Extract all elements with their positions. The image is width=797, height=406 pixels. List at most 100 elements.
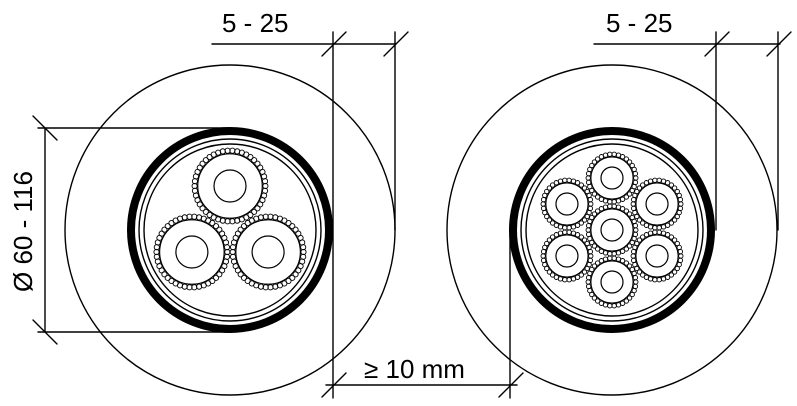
core-screen-wire	[677, 257, 684, 264]
core-insulation	[635, 182, 679, 226]
core-screen-wire	[626, 159, 633, 165]
core-screen-wire	[668, 234, 675, 240]
bottom-tick-left	[321, 372, 347, 398]
core-screen-wire	[643, 274, 650, 280]
core-screen-wire	[636, 237, 643, 243]
core-screen-wire	[623, 246, 629, 252]
cable-core	[585, 203, 639, 257]
core-screen-wire	[611, 251, 617, 257]
core-screen-wire	[591, 263, 598, 269]
core-screen-wire	[668, 182, 675, 188]
core-screen-wire	[566, 229, 572, 235]
core-screen-wire	[566, 277, 572, 283]
core-screen-wire	[591, 211, 598, 217]
core-screen-wire	[656, 277, 662, 283]
core-screen-wire	[607, 203, 613, 209]
core-screen-wire	[629, 291, 635, 298]
core-screen-wire	[581, 237, 588, 243]
core-screen-wire	[244, 277, 251, 284]
core-screen-wire	[640, 182, 646, 188]
cable-core	[540, 177, 594, 231]
core-screen-wire	[587, 235, 593, 242]
three-core-cable	[64, 64, 396, 396]
top-left-tick-a	[321, 31, 347, 57]
core-screen-wire	[656, 177, 662, 183]
core-screen-wire	[652, 177, 658, 183]
core-screen-wire	[240, 274, 247, 281]
core-screen-wire	[598, 300, 605, 306]
core-insulation	[197, 153, 263, 219]
core-screen-wire	[678, 253, 684, 259]
core-screen-wire	[213, 274, 220, 281]
core-conductor	[600, 166, 624, 190]
core-screen-wire	[557, 178, 564, 184]
core-screen-wire	[611, 303, 617, 309]
core-screen-wire	[652, 225, 658, 231]
core-screen-wire	[553, 222, 560, 228]
core-screen-wire	[632, 170, 639, 177]
core-screen-wire	[677, 196, 684, 203]
cable-core	[540, 229, 594, 283]
core-screen-wire	[623, 194, 629, 200]
top-right-tick-a	[704, 31, 730, 57]
core-screen-wire	[570, 276, 577, 282]
core-screen-wire	[216, 271, 223, 278]
core-screen-wire	[674, 213, 680, 220]
core-screen-wire	[544, 188, 550, 195]
core-screen-wire	[566, 177, 572, 183]
core-screen-wire	[540, 205, 547, 212]
core-screen-wire	[664, 232, 671, 238]
core-screen-wire	[557, 230, 564, 236]
top-right-dimension-label: 5 - 25	[606, 8, 673, 38]
core-screen-wire	[585, 231, 592, 238]
right-filler-circle	[525, 143, 699, 317]
core-screen-wire	[634, 240, 640, 247]
core-screen-wire	[671, 185, 678, 191]
core-conductor	[555, 192, 579, 216]
core-screen-wire	[588, 201, 594, 207]
core-screen-wire	[595, 260, 601, 266]
core-screen-wire	[199, 160, 206, 167]
core-screen-wire	[677, 248, 684, 255]
core-screen-wire	[640, 234, 646, 240]
core-screen-wire	[196, 164, 203, 171]
cable-core	[191, 147, 269, 225]
core-screen-wire	[640, 272, 646, 278]
core-screen-wire	[633, 227, 639, 233]
core-screen-wire	[668, 220, 675, 226]
core-conductor	[645, 244, 669, 268]
core-screen-wire	[636, 269, 643, 275]
left-clearance-circle	[64, 64, 396, 396]
core-screen-wire	[206, 211, 213, 218]
core-screen-wire	[202, 208, 209, 215]
core-screen-wire	[611, 199, 617, 205]
core-screen-wire	[540, 248, 547, 255]
core-screen-wire	[671, 217, 678, 223]
core-screen-wire	[615, 198, 622, 204]
core-screen-wire	[632, 231, 639, 238]
core-screen-wire	[633, 279, 639, 285]
core-screen-wire	[626, 295, 633, 301]
diameter-dimension: Ø 60 - 116	[8, 115, 231, 345]
core-screen-wire	[587, 183, 593, 190]
core-screen-wire	[234, 230, 241, 237]
core-screen-wire	[630, 248, 637, 255]
core-screen-wire	[630, 201, 636, 207]
core-screen-wire	[161, 226, 168, 233]
core-screen-wire	[247, 154, 254, 161]
cable-core	[153, 213, 231, 291]
core-screen-wire	[607, 303, 613, 309]
core-screen-wire	[549, 272, 556, 278]
core-screen-wire	[626, 191, 633, 197]
core-screen-wire	[591, 295, 598, 301]
core-screen-wire	[240, 223, 247, 230]
core-screen-wire	[546, 237, 553, 243]
core-screen-wire	[581, 269, 588, 275]
left-outer-sheath	[127, 127, 333, 333]
core-screen-wire	[285, 220, 292, 227]
core-screen-wire	[237, 271, 244, 278]
core-screen-wire	[566, 225, 572, 231]
core-screen-wire	[587, 196, 594, 203]
core-screen-wire	[164, 223, 171, 230]
top-right-spacing-dimension: 5 - 25	[593, 8, 792, 231]
